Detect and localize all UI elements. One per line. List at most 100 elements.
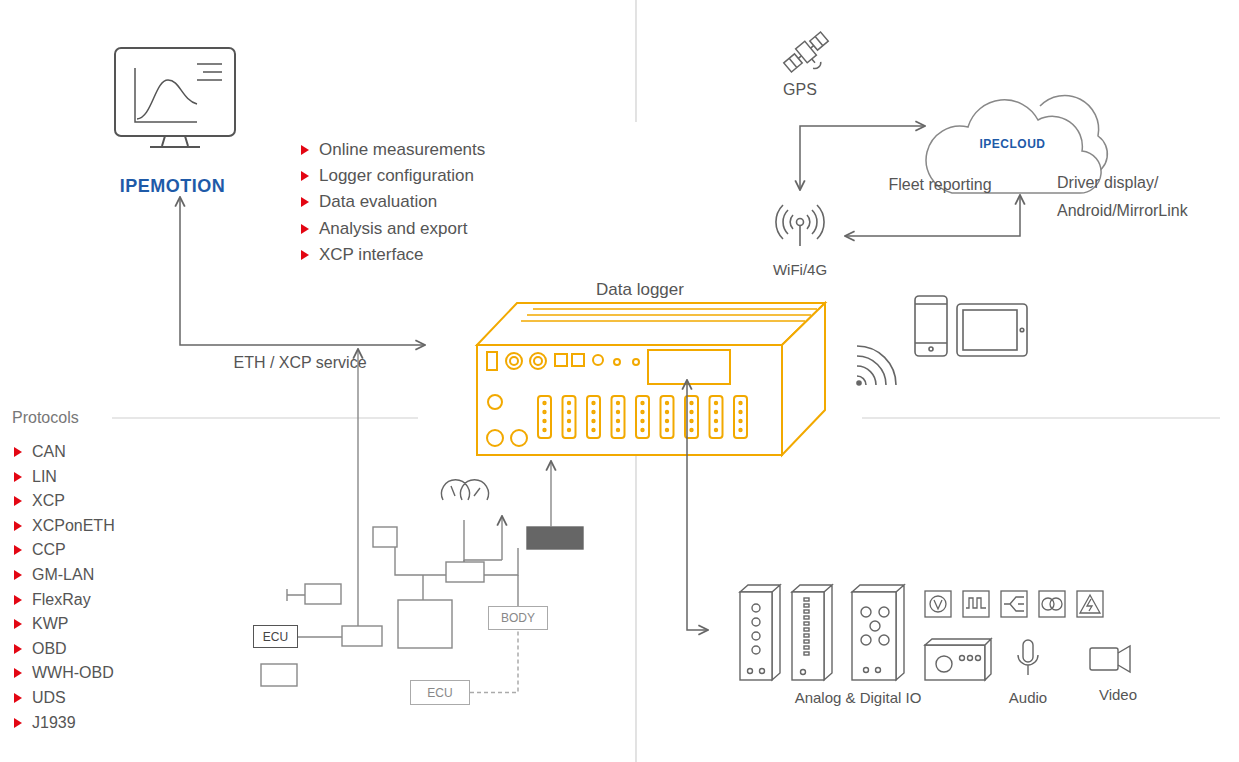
logger-device [661, 396, 674, 438]
phone-tablet-icon [915, 304, 947, 343]
wifi-node: WiFi/4G [755, 190, 845, 278]
io-modules [804, 598, 809, 601]
logger-device [521, 309, 817, 321]
node-label: ECU [263, 630, 288, 644]
signal-icons [1039, 591, 1065, 617]
dashed-link [470, 630, 518, 693]
logger-device [563, 396, 576, 438]
logger-device [715, 420, 717, 422]
logger-device [617, 429, 619, 431]
logger-device [739, 429, 741, 431]
vehicle-network [261, 664, 297, 686]
device-label: Driver display/ Android/MirrorLink [1057, 169, 1217, 225]
logger-device [641, 411, 643, 413]
logger-device [690, 429, 692, 431]
logger-device [534, 357, 542, 365]
io-modules [740, 585, 780, 680]
logger-device [568, 429, 570, 431]
flow-label: Fleet reporting [888, 175, 991, 195]
node-label: IPECLOUD [979, 137, 1045, 151]
logger-device [568, 402, 570, 404]
io-arrow [687, 380, 708, 630]
audio-video-icons [1118, 646, 1130, 672]
logger-device [739, 402, 741, 404]
logger-device [715, 429, 717, 431]
monitor-icon [115, 48, 235, 147]
logger-device [614, 359, 620, 365]
audio-video-icons [1018, 655, 1038, 675]
logger-device [555, 354, 567, 366]
edge-label: ETH / XCP service [233, 353, 366, 373]
io-modules [976, 656, 981, 661]
io-label: Video [1099, 685, 1137, 705]
logger-device [477, 303, 825, 455]
divider-line [112, 0, 1220, 762]
io-modules [760, 669, 765, 674]
logger-device [538, 396, 551, 438]
protocol-item: WWH-OBD [32, 663, 114, 683]
logger-device [617, 411, 619, 413]
signal-icons [1080, 595, 1100, 613]
signal-icons [1004, 597, 1024, 611]
vehicle-network [527, 527, 583, 549]
node-label: ECU [427, 686, 452, 700]
protocol-item: XCP [32, 491, 65, 511]
logger-device [617, 420, 619, 422]
logger-device [782, 303, 825, 455]
vehicle-network [398, 600, 452, 648]
wifi-icon [776, 205, 824, 246]
wireless-signal-icon [857, 346, 896, 385]
logger-device [734, 396, 747, 438]
protocol-item: XCPonETH [32, 516, 115, 536]
vehicle-network [442, 480, 489, 500]
io-modules [804, 634, 809, 637]
io-modules [804, 616, 809, 619]
io-modules [864, 668, 869, 673]
audio-video-icons [1018, 640, 1130, 675]
vehicle-network [442, 480, 489, 500]
vehicle-network [464, 559, 502, 560]
io-modules [804, 640, 809, 643]
signal-icons [1077, 591, 1103, 617]
logger-device [592, 429, 594, 431]
logger-device [477, 303, 825, 345]
logger-device [593, 355, 603, 365]
logger-device [641, 402, 643, 404]
vehicle-network [395, 520, 518, 600]
logger-device [666, 402, 668, 404]
logger-device [715, 411, 717, 413]
monitor-icon [115, 48, 235, 136]
logger-device [715, 402, 717, 404]
signal-icons [930, 596, 946, 612]
vehicle-network [446, 562, 484, 582]
phone-tablet-icon [963, 310, 1017, 350]
vehicle-network [342, 626, 382, 646]
io-arrow [687, 380, 708, 630]
signal-icons [925, 591, 1103, 617]
vehicle-network [517, 575, 518, 606]
phone-tablet-icon [915, 296, 947, 356]
io-modules [852, 592, 896, 680]
wifi-icon [797, 219, 804, 226]
logger-device [568, 420, 570, 422]
vehicle-network [373, 527, 397, 547]
io-modules [801, 670, 806, 675]
node-label: IPEMOTION [120, 176, 226, 197]
gps-label: GPS [783, 80, 817, 100]
logger-node: Data logger [425, 280, 830, 460]
logger-device [666, 429, 668, 431]
io-modules [879, 607, 889, 617]
signal-icons [966, 598, 986, 608]
logger-device [477, 345, 782, 455]
phone-tablet-icon [915, 296, 1027, 356]
feature-item: Data evaluation [319, 192, 437, 212]
node-label: BODY [501, 611, 535, 625]
io-label: Audio [1009, 688, 1047, 708]
io-modules [792, 592, 824, 680]
phone-tablet-icon [1020, 328, 1024, 332]
wireless-signal-icon [857, 346, 896, 385]
protocol-item: KWP [32, 614, 68, 634]
protocol-item: UDS [32, 688, 66, 708]
